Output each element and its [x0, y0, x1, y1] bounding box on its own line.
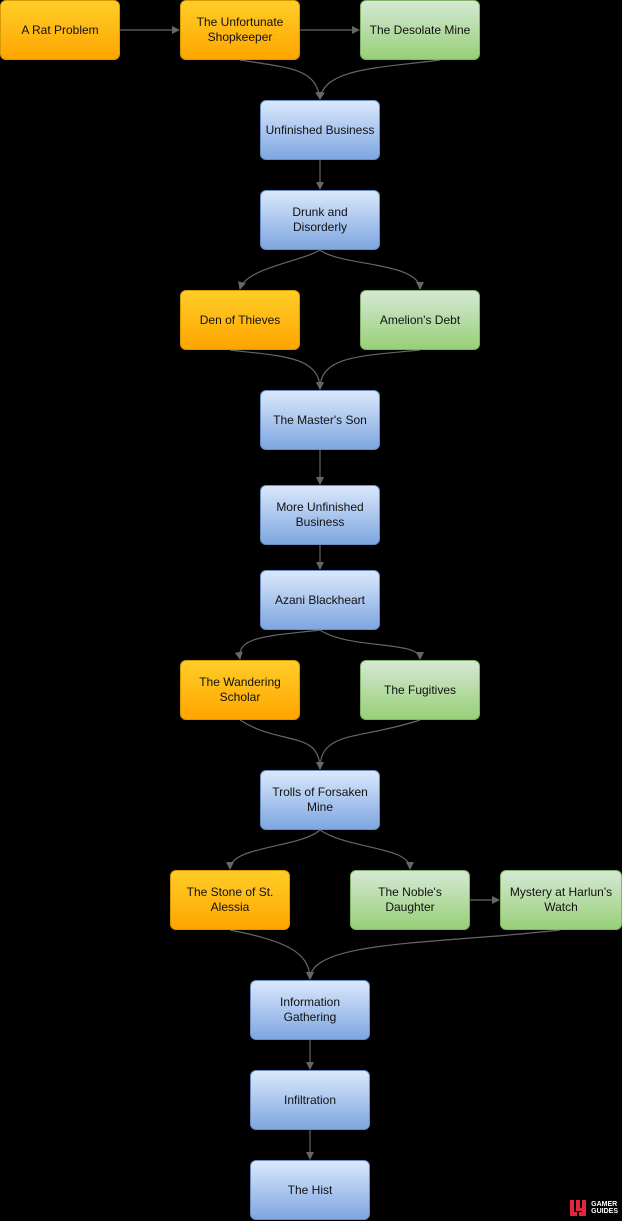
watermark-line-2: GUIDES [591, 1208, 618, 1215]
edge-trolls-of-forsaken-mine-to-the-nobles-daughter [319, 829, 414, 870]
edge-the-wandering-scholar-to-trolls-of-forsaken-mine [239, 719, 324, 770]
node-a-rat-problem: A Rat Problem [0, 0, 120, 60]
watermark-text: GAMER GUIDES [591, 1201, 618, 1215]
node-infiltration: Infiltration [250, 1070, 370, 1130]
edge-the-fugitives-to-trolls-of-forsaken-mine [316, 719, 421, 770]
node-more-unfinished-business: More Unfinished Business [260, 485, 380, 545]
node-label: Amelion's Debt [379, 312, 461, 327]
edge-the-stone-of-st-alessia-to-information-gathering [229, 929, 314, 980]
node-the-hist: The Hist [250, 1160, 370, 1220]
node-the-fugitives: The Fugitives [360, 660, 480, 720]
edge-mystery-at-harluns-watch-to-information-gathering [306, 929, 561, 980]
node-label: Infiltration [283, 1092, 337, 1107]
node-label: The Wandering Scholar [199, 675, 281, 704]
node-the-masters-son: The Master's Son [260, 390, 380, 450]
node-label: A Rat Problem [21, 22, 99, 37]
node-the-wandering-scholar: The Wandering Scholar [180, 660, 300, 720]
node-label: Mystery at Harlun's Watch [509, 885, 613, 914]
gamer-guides-logo-icon [570, 1200, 587, 1216]
node-label: The Unfortunate Shopkeeper [196, 15, 284, 44]
node-label: The Desolate Mine [369, 22, 471, 37]
node-label: The Stone of St. Alessia [186, 885, 274, 914]
node-information-gathering: Information Gathering [250, 980, 370, 1040]
edge-drunk-and-disorderly-to-amelions-debt [319, 249, 424, 290]
node-label: Trolls of Forsaken Mine [272, 785, 368, 814]
watermark: GAMER GUIDES [568, 1198, 618, 1218]
node-azani-blackheart: Azani Blackheart [260, 570, 380, 630]
node-mystery-at-harluns-watch: Mystery at Harlun's Watch [500, 870, 622, 930]
node-label: Azani Blackheart [274, 592, 366, 607]
node-label: The Hist [287, 1182, 333, 1197]
node-den-of-thieves: Den of Thieves [180, 290, 300, 350]
edge-drunk-and-disorderly-to-den-of-thieves [238, 249, 321, 290]
edge-amelions-debt-to-the-masters-son [316, 349, 421, 390]
node-label: Information Gathering [279, 995, 341, 1024]
node-label: The Fugitives [383, 682, 457, 697]
node-label: More Unfinished Business [276, 500, 364, 529]
node-drunk-and-disorderly: Drunk and Disorderly [260, 190, 380, 250]
edge-the-unfortunate-shopkeeper-to-unfinished-business [239, 59, 324, 100]
node-label: Unfinished Business [265, 122, 375, 137]
edge-den-of-thieves-to-the-masters-son [229, 349, 324, 390]
edge-the-desolate-mine-to-unfinished-business [316, 59, 441, 100]
node-trolls-of-forsaken-mine: Trolls of Forsaken Mine [260, 770, 380, 830]
watermark-line-1: GAMER [591, 1201, 618, 1208]
edge-trolls-of-forsaken-mine-to-the-stone-of-st-alessia [226, 829, 321, 870]
edge-azani-blackheart-to-the-fugitives [319, 629, 424, 660]
node-label: The Master's Son [273, 412, 367, 427]
node-the-unfortunate-shopkeeper: The Unfortunate Shopkeeper [180, 0, 300, 60]
node-label: Den of Thieves [199, 312, 281, 327]
node-label: Drunk and Disorderly [292, 205, 348, 234]
node-the-nobles-daughter: The Noble's Daughter [350, 870, 470, 930]
node-the-stone-of-st-alessia: The Stone of St. Alessia [170, 870, 290, 930]
node-amelions-debt: Amelion's Debt [360, 290, 480, 350]
edge-azani-blackheart-to-the-wandering-scholar [234, 629, 321, 660]
node-unfinished-business: Unfinished Business [260, 100, 380, 160]
node-label: The Noble's Daughter [378, 885, 442, 914]
node-the-desolate-mine: The Desolate Mine [360, 0, 480, 60]
